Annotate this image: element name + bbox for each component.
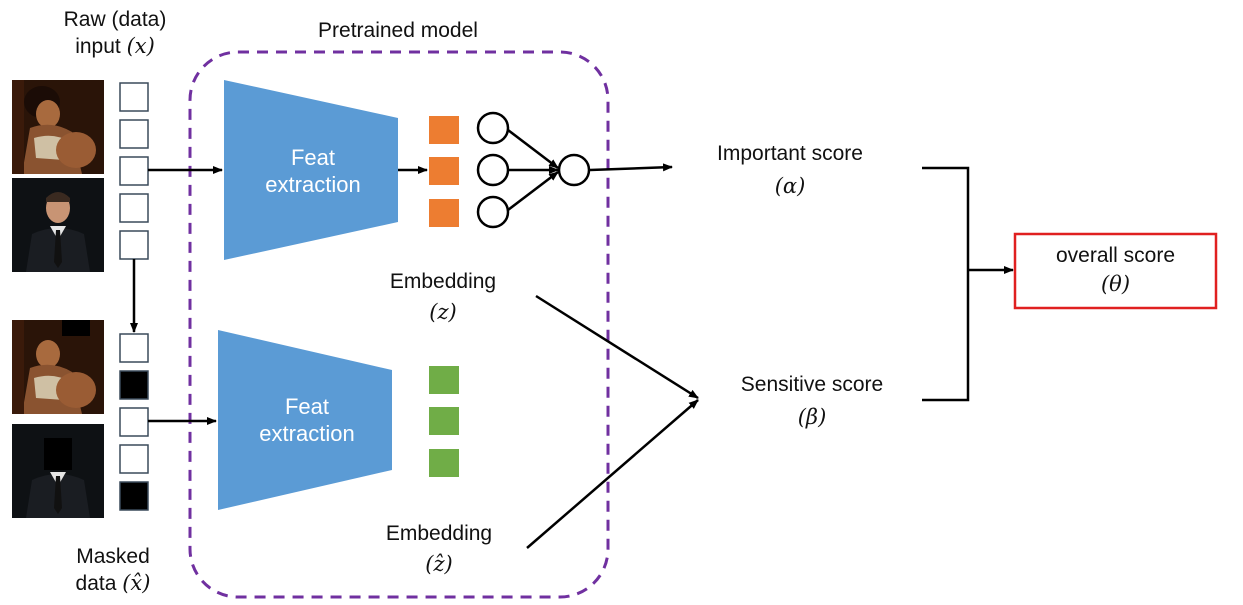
embedding-z-cell-2 (429, 157, 459, 185)
overall-score-box (1013, 232, 1218, 310)
hidden-neuron-3 (476, 195, 510, 229)
classifier-head (476, 111, 591, 229)
raw-input-cell-1 (119, 82, 149, 112)
embedding-zhat-cell-1 (429, 366, 459, 394)
arrow-embedding-z-to-sensitive (535, 294, 699, 400)
hidden-neuron-1 (476, 111, 510, 145)
sensitive-score-label: Sensitive score (𝛽) (740, 373, 884, 429)
feat-extraction-top-label: Feat extraction (265, 145, 361, 197)
raw-input-vector (119, 82, 149, 260)
raw-input-cell-2 (119, 119, 149, 149)
feature-extractor-bottom (218, 330, 392, 510)
masked-input-vector (119, 333, 149, 511)
output-neuron (557, 153, 591, 187)
important-score-label: Important score (𝛼) (717, 142, 863, 198)
embedding-zhat-cell-2 (429, 407, 459, 435)
embedding-zhat-cell-3 (429, 449, 459, 477)
masked-input-cell-3 (119, 407, 149, 437)
overall-score-label: overall score (𝜃) (1055, 244, 1176, 296)
masked-data-label: Masked data (𝑥̂) (75, 545, 151, 595)
hidden-neuron-2 (476, 153, 510, 187)
pretrained-model-boundary (188, 50, 610, 599)
photo-man-suit-icon (12, 178, 104, 272)
score-combiner-bracket (922, 166, 970, 402)
embedding-z-cell-3 (429, 199, 459, 227)
masked-input-cell-1 (119, 333, 149, 363)
arrow-head-to-important-score (589, 163, 673, 172)
embedding-z-label: Embedding (𝑧) (389, 270, 497, 324)
pretrained-model-title: Pretrained model (318, 19, 478, 42)
raw-input-cell-5 (119, 230, 149, 260)
masked-input-cell-5 (119, 481, 149, 511)
photo-woman-icon (12, 80, 104, 174)
embedding-z-cell-1 (429, 116, 459, 144)
raw-input-cell-4 (119, 193, 149, 223)
masked-input-cell-2 (119, 370, 149, 400)
raw-input-label: Raw (data) input (𝑥) (63, 8, 167, 58)
feature-extractor-top (224, 80, 398, 260)
raw-input-cell-3 (119, 156, 149, 186)
arrow-embedding-zhat-to-sensitive (526, 399, 699, 549)
feat-extraction-bottom-label: Feat extraction (259, 394, 355, 446)
photo-man-masked-icon (12, 424, 104, 518)
embedding-zhat-label: Embedding (𝑧̂) (385, 522, 493, 576)
photo-woman-masked-icon (12, 320, 104, 414)
masked-input-cell-4 (119, 444, 149, 474)
